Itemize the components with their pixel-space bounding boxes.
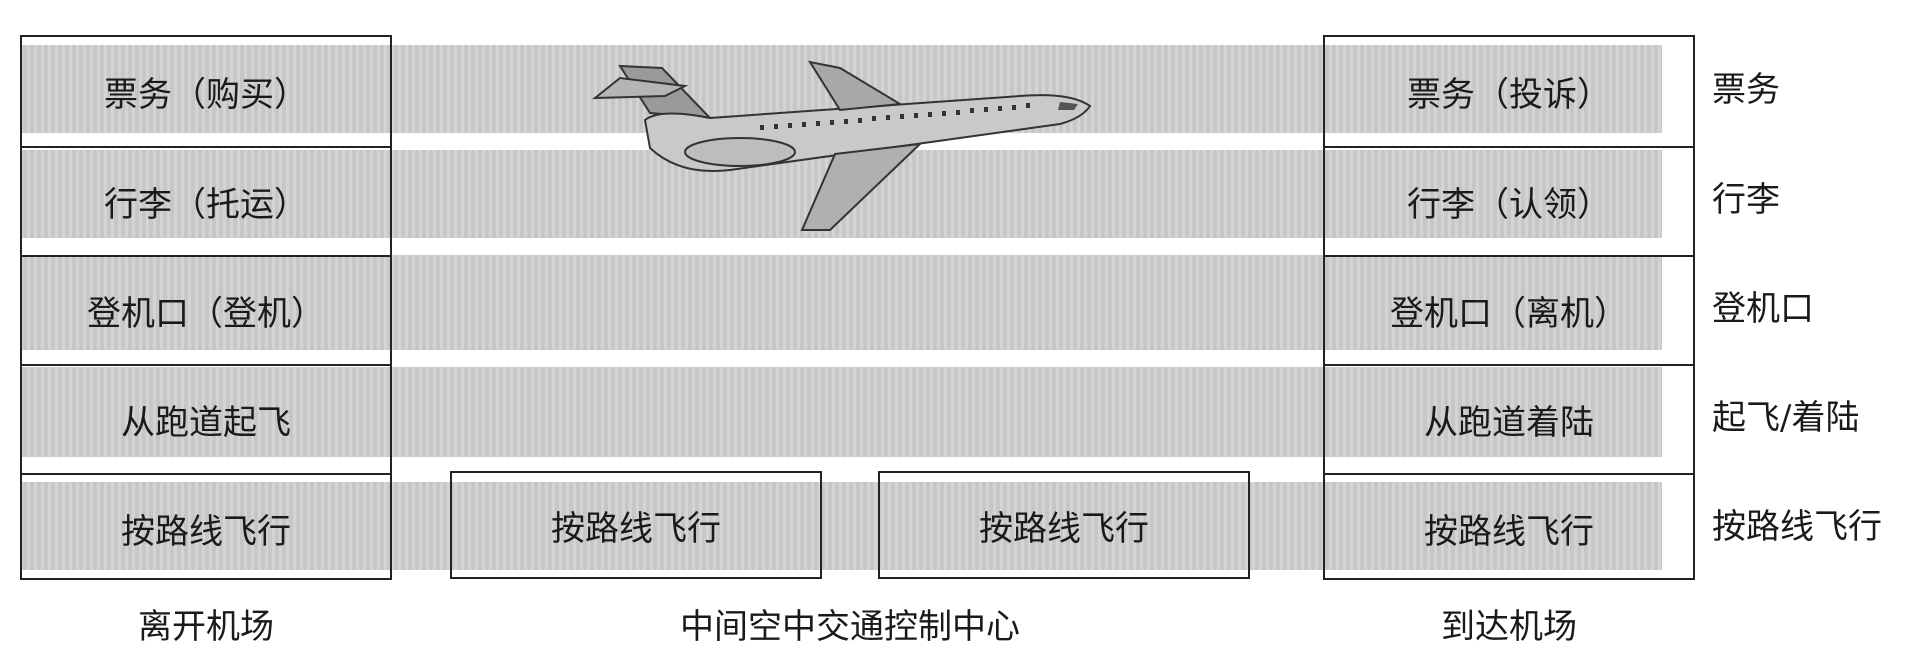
layer-label-takeoff-landing: 起飞/着陆 bbox=[1712, 398, 1860, 438]
layer-label-baggage: 行李 bbox=[1712, 180, 1780, 220]
cell-gate-deplane: 登机口（离机） bbox=[1325, 255, 1693, 364]
caption-arrival-airport: 到达机场 bbox=[1441, 607, 1577, 647]
layer-band-takeoff-landing bbox=[20, 367, 1662, 457]
cell-gate-boarding: 登机口（登机） bbox=[22, 255, 390, 364]
caption-departure-airport: 离开机场 bbox=[138, 607, 274, 647]
cell-runway-landing: 从跑道着陆 bbox=[1325, 364, 1693, 473]
departure-airport-stack: 票务（购买） 行李（托运） 登机口（登机） 从跑道起飞 按路线飞行 bbox=[20, 35, 392, 580]
cell-baggage-checkin: 行李（托运） bbox=[22, 146, 390, 255]
cell-runway-takeoff: 从跑道起飞 bbox=[22, 364, 390, 473]
atc-routing-box-2: 按路线飞行 bbox=[878, 471, 1250, 579]
caption-atc-center: 中间空中交通控制中心 bbox=[680, 607, 1020, 647]
atc-routing-box-1: 按路线飞行 bbox=[450, 471, 822, 579]
arrival-airport-stack: 票务（投诉） 行李（认领） 登机口（离机） 从跑道着陆 按路线飞行 bbox=[1323, 35, 1695, 580]
cell-routing-departure: 按路线飞行 bbox=[22, 473, 390, 582]
cell-baggage-claim: 行李（认领） bbox=[1325, 146, 1693, 255]
layer-band-routing bbox=[20, 482, 1662, 570]
layer-label-gate: 登机口 bbox=[1712, 289, 1814, 329]
airplane-icon bbox=[592, 60, 1092, 231]
cell-ticket-purchase: 票务（购买） bbox=[104, 75, 308, 115]
cell-routing-arrival: 按路线飞行 bbox=[1325, 473, 1693, 582]
cell-ticket-complaint: 票务（投诉） bbox=[1407, 75, 1611, 115]
layer-label-routing: 按路线飞行 bbox=[1712, 507, 1882, 547]
layer-band-gate bbox=[20, 255, 1662, 350]
layer-label-ticket: 票务 bbox=[1712, 70, 1780, 110]
